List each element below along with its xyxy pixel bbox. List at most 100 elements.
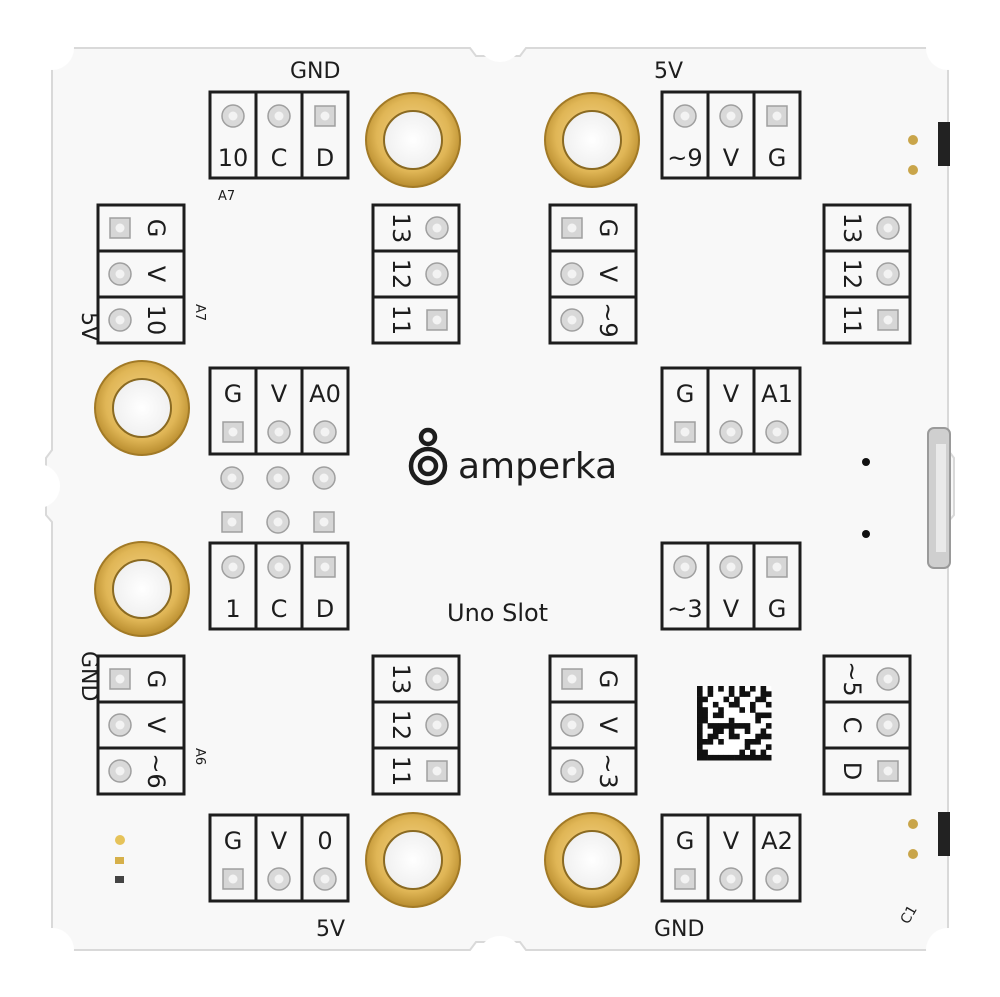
datamatrix-module xyxy=(739,686,745,692)
datamatrix-module xyxy=(702,707,708,713)
side-smd-part xyxy=(938,122,950,166)
datamatrix-module xyxy=(744,754,751,761)
datamatrix-module xyxy=(765,691,772,697)
solder-pad-center xyxy=(680,562,690,572)
header-frame xyxy=(208,90,350,180)
solder-pad-center xyxy=(567,269,577,279)
datamatrix-module xyxy=(728,733,735,740)
solder-pad-center xyxy=(227,473,237,483)
label-5v-bottom: 5V xyxy=(316,917,345,942)
datamatrix-module xyxy=(707,739,714,745)
solder-pad-center xyxy=(432,315,442,325)
datamatrix-module xyxy=(760,728,767,734)
header-pin-label: V xyxy=(723,595,740,623)
datamatrix-module xyxy=(702,712,708,719)
header-pin-label: 1 xyxy=(225,595,240,623)
header-pin-label: G xyxy=(142,670,170,689)
header-frame xyxy=(660,813,802,903)
solder-pad-center xyxy=(567,315,577,325)
datamatrix-module xyxy=(718,728,724,734)
header-pin-label: ~3 xyxy=(594,753,622,788)
datamatrix-module xyxy=(765,733,772,740)
header-pin-label: ~6 xyxy=(142,753,170,788)
corner-notch xyxy=(30,928,74,972)
datamatrix-module xyxy=(734,696,740,703)
brand-text: amperka xyxy=(458,446,617,487)
extra-pads xyxy=(220,466,336,534)
datamatrix-module xyxy=(750,749,756,756)
datamatrix-module xyxy=(697,739,703,745)
datamatrix-module xyxy=(739,754,745,761)
datamatrix-module xyxy=(760,691,767,697)
board-name: Uno Slot xyxy=(447,599,548,627)
header-frame xyxy=(208,813,350,903)
datamatrix-module xyxy=(718,707,724,713)
mounting-hole xyxy=(112,378,172,438)
header-pin-label: G xyxy=(676,827,695,855)
label-a6-left: A6 xyxy=(192,748,207,765)
header-pin-label: 0 xyxy=(317,827,332,855)
mounting-hole xyxy=(562,110,622,170)
header-frame xyxy=(208,366,350,456)
side-smd-part xyxy=(938,812,950,856)
datamatrix-module xyxy=(702,739,708,745)
datamatrix-module xyxy=(765,744,772,750)
header-pin-label: 12 xyxy=(387,710,415,741)
datamatrix-module xyxy=(750,754,756,761)
header-frame xyxy=(822,654,912,796)
datamatrix-module xyxy=(739,749,745,756)
solder-pad-center xyxy=(228,874,238,884)
led-pad xyxy=(115,876,124,883)
label-gnd-bottom: GND xyxy=(654,917,704,942)
datamatrix-module xyxy=(697,707,703,713)
solder-pad-center xyxy=(726,427,736,437)
datamatrix-module xyxy=(697,723,703,729)
header-pin-label: D xyxy=(316,144,334,172)
label-a7-left: A7 xyxy=(192,304,207,321)
datamatrix-module xyxy=(697,744,703,750)
header-center_lower_v: GV~3 xyxy=(548,654,638,796)
header-pin-label: ~3 xyxy=(667,595,702,623)
header-pin-label: 11 xyxy=(838,305,866,336)
solder-pad-center xyxy=(680,427,690,437)
datamatrix-module xyxy=(739,707,745,713)
header-pin-label: A0 xyxy=(309,380,341,408)
header-frame xyxy=(660,90,802,180)
solder-pad-center xyxy=(274,874,284,884)
datamatrix-module xyxy=(760,749,767,756)
datamatrix-module xyxy=(734,754,740,761)
datamatrix-module xyxy=(760,733,767,740)
solder-pad-center xyxy=(726,111,736,121)
datamatrix-module xyxy=(728,717,735,724)
datamatrix-module xyxy=(734,723,740,729)
solder-pad-center xyxy=(726,562,736,572)
header-pin-label: G xyxy=(142,219,170,238)
datamatrix-module xyxy=(697,749,703,756)
datamatrix-code xyxy=(697,686,772,761)
solder-pad-center xyxy=(883,315,893,325)
solder-pad-center xyxy=(883,674,893,684)
datamatrix-module xyxy=(750,701,756,708)
datamatrix-module xyxy=(755,712,761,719)
header-center_upper_v: GV~9 xyxy=(548,203,638,345)
header-pin-label: V xyxy=(142,717,170,734)
solder-pad-center xyxy=(726,874,736,884)
datamatrix-module xyxy=(702,754,708,761)
datamatrix-module xyxy=(707,686,714,692)
mounting-hole xyxy=(112,559,172,619)
datamatrix-module xyxy=(697,733,703,740)
datamatrix-module xyxy=(707,691,714,697)
header-pin-label: V xyxy=(723,380,740,408)
datamatrix-module xyxy=(702,717,708,724)
datamatrix-module xyxy=(712,754,719,761)
header-pin-label: 13 xyxy=(387,664,415,695)
solder-pad-center xyxy=(883,720,893,730)
datamatrix-module xyxy=(750,686,756,692)
header-left_lower_v: G V ~6 xyxy=(96,654,186,796)
datamatrix-module xyxy=(765,712,772,719)
datamatrix-module xyxy=(755,733,761,740)
